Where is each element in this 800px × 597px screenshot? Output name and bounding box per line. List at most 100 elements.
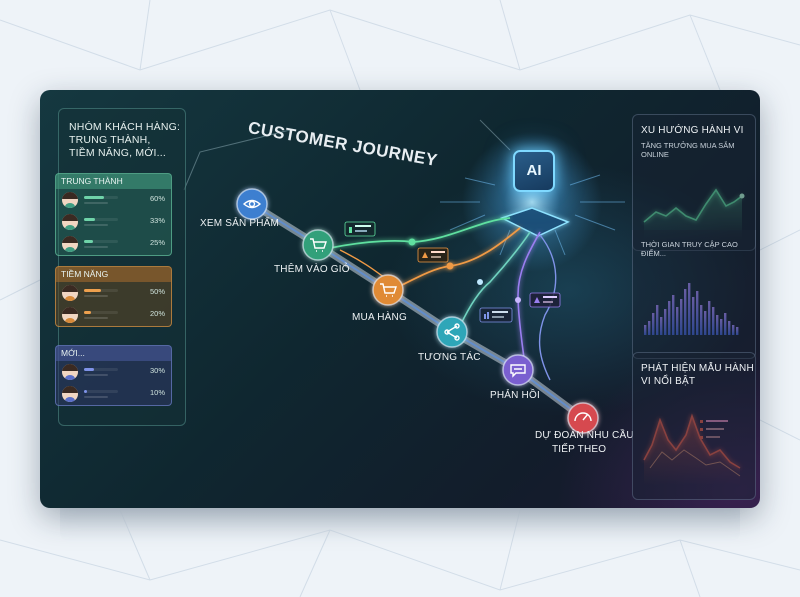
journey-node-3[interactable] bbox=[372, 274, 404, 306]
peak-bar bbox=[664, 309, 667, 335]
segment-new[interactable]: MỚI... 30% 10% bbox=[55, 345, 172, 406]
segment-row: 10% bbox=[56, 383, 171, 405]
bar-track bbox=[84, 196, 118, 199]
peak-bar bbox=[696, 291, 699, 335]
avatar bbox=[62, 192, 78, 208]
bar-sub bbox=[84, 396, 108, 398]
bar-sub bbox=[84, 246, 108, 248]
connector-line bbox=[183, 129, 291, 191]
node-circle bbox=[302, 229, 334, 261]
branch-dot bbox=[446, 262, 454, 270]
peak-bar bbox=[732, 325, 735, 335]
percent-label: 30% bbox=[149, 366, 165, 375]
peak-bar bbox=[656, 305, 659, 335]
peak-bar bbox=[728, 321, 731, 335]
journey-node-6[interactable] bbox=[567, 402, 599, 434]
ai-base bbox=[500, 207, 570, 237]
percent-label: 50% bbox=[149, 287, 165, 296]
branch-dot bbox=[477, 279, 483, 285]
peak-bar bbox=[648, 321, 651, 335]
pattern-chart bbox=[643, 413, 741, 485]
bar-fill bbox=[84, 240, 93, 243]
bar-fill bbox=[84, 390, 88, 393]
bar-track bbox=[84, 390, 118, 393]
gauge-icon bbox=[574, 412, 592, 422]
peak-chart bbox=[644, 283, 739, 335]
bar-track bbox=[84, 289, 118, 292]
bar-sub bbox=[84, 295, 108, 297]
step-label-add-to-cart: THÊM VÀO GIỎ bbox=[274, 264, 350, 275]
ai-glow bbox=[462, 132, 602, 272]
percent-label: 20% bbox=[149, 309, 165, 318]
journey-node-5[interactable] bbox=[502, 354, 534, 386]
peak-bar bbox=[724, 313, 727, 335]
bar-track bbox=[84, 311, 118, 314]
peak-subtitle: THỜI GIAN TRUY CẬP CAO ĐIỂM... bbox=[641, 240, 738, 258]
peak-bar bbox=[684, 289, 687, 335]
peak-bar bbox=[700, 305, 703, 335]
peak-bar bbox=[704, 311, 707, 335]
step-label-interact: TƯƠNG TÁC bbox=[418, 352, 481, 363]
node-circle bbox=[502, 354, 534, 386]
customer-groups-title: NHÓM KHÁCH HÀNG: TRUNG THÀNH, TIỀM NĂNG,… bbox=[69, 121, 181, 160]
journey-node-2[interactable] bbox=[302, 229, 334, 261]
segment-loyal[interactable]: TRUNG THÀNH 60% 33% 25% bbox=[55, 173, 172, 256]
bar-fill bbox=[84, 289, 101, 292]
mini-card bbox=[479, 307, 513, 323]
bar-fill bbox=[84, 311, 91, 314]
dashboard-panel: NHÓM KHÁCH HÀNG: TRUNG THÀNH, TIỀM NĂNG,… bbox=[40, 90, 760, 508]
ai-chip-icon: AI bbox=[513, 150, 555, 192]
avatar bbox=[62, 364, 78, 380]
circuit-lines bbox=[440, 174, 625, 256]
mini-card bbox=[344, 221, 376, 237]
journey-diagram bbox=[183, 119, 745, 485]
panel-shadow bbox=[60, 508, 740, 542]
step-label-purchase: MUA HÀNG bbox=[352, 312, 407, 323]
bar-sub bbox=[84, 224, 108, 226]
percent-label: 33% bbox=[149, 216, 165, 225]
branch-purple bbox=[517, 231, 541, 366]
peak-bar bbox=[720, 319, 723, 335]
bar-sub bbox=[84, 374, 108, 376]
peak-bar bbox=[668, 301, 671, 335]
avatar bbox=[62, 307, 78, 323]
trend-chart bbox=[643, 188, 745, 240]
segment-row: 50% bbox=[56, 282, 171, 304]
trend-title: XU HƯỚNG HÀNH VI bbox=[641, 125, 744, 136]
segment-row: 30% bbox=[56, 361, 171, 383]
title-line: NHÓM KHÁCH HÀNG: bbox=[69, 121, 181, 133]
node-circle bbox=[567, 402, 599, 434]
bar-fill bbox=[84, 218, 96, 221]
peak-bar bbox=[672, 295, 675, 335]
pattern-panel: PHÁT HIỆN MẪU HÀNH VI NỔI BẬT bbox=[632, 352, 756, 500]
branch-blue bbox=[538, 234, 557, 381]
journey-node-1[interactable] bbox=[236, 188, 268, 220]
node-circle bbox=[372, 274, 404, 306]
step-label-feedback: PHẢN HỒI bbox=[490, 390, 540, 401]
journey-node-4[interactable] bbox=[436, 316, 468, 348]
trend-panel: XU HƯỚNG HÀNH VI TĂNG TRƯỞNG MUA SẮM ONL… bbox=[632, 114, 756, 251]
peak-bar bbox=[644, 325, 647, 335]
segment-row: 60% bbox=[56, 189, 171, 211]
peak-bar bbox=[708, 301, 711, 335]
bar-track bbox=[84, 368, 118, 371]
bar-sub bbox=[84, 202, 108, 204]
segment-row: 25% bbox=[56, 233, 171, 255]
branch-dot bbox=[515, 297, 521, 303]
title-line: TIỀM NĂNG, MỚI... bbox=[69, 147, 166, 159]
bar-track bbox=[84, 218, 118, 221]
segment-header: TRUNG THÀNH bbox=[56, 174, 171, 189]
mini-card bbox=[417, 247, 449, 263]
mini-card bbox=[529, 292, 561, 308]
segment-potential[interactable]: TIỀM NĂNG 50% 20% bbox=[55, 266, 172, 327]
step-label-view: XEM SẢN PHẨM bbox=[200, 218, 280, 229]
segment-header: MỚI... bbox=[56, 346, 171, 361]
trend-subtitle: TĂNG TRƯỞNG MUA SẮM ONLINE bbox=[641, 141, 735, 159]
bar-track bbox=[84, 240, 118, 243]
peak-bar bbox=[716, 315, 719, 335]
peak-panel: THỜI GIAN TRUY CẬP CAO ĐIỂM... bbox=[632, 230, 756, 359]
avatar bbox=[62, 386, 78, 402]
cart-icon bbox=[310, 238, 327, 252]
segment-row: 33% bbox=[56, 211, 171, 233]
